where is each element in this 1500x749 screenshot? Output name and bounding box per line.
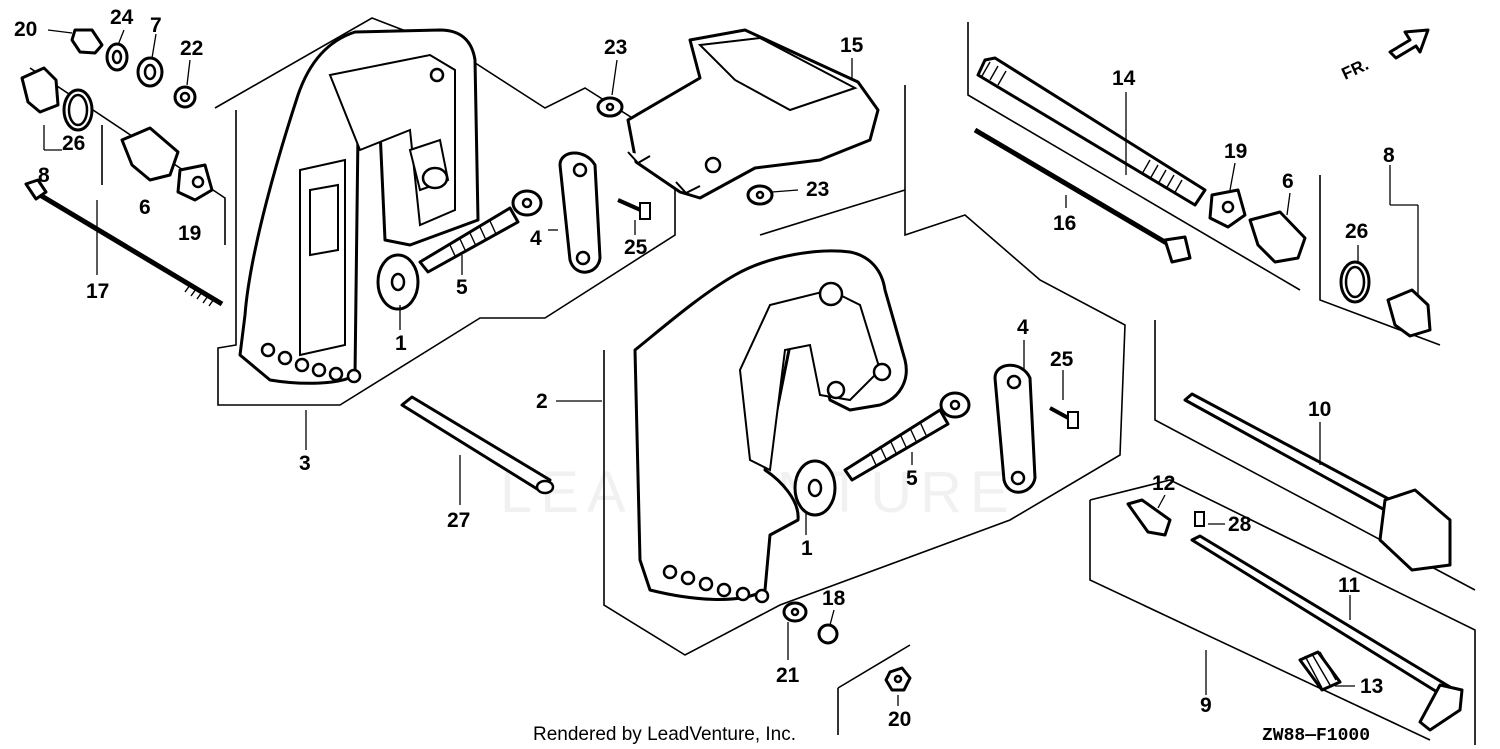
callout-15: 15 xyxy=(840,34,864,57)
washer-24 xyxy=(105,42,129,72)
callout-13: 13 xyxy=(1360,675,1383,698)
front-direction-marker: FR. xyxy=(1339,28,1430,84)
spring-13 xyxy=(1298,650,1342,692)
eyebolt-5-right xyxy=(843,391,971,482)
callout-25-left: 25 xyxy=(624,236,648,259)
plate-1-right xyxy=(793,459,837,517)
tilt-rod-10 xyxy=(1183,392,1452,572)
callout-5-right: 5 xyxy=(906,467,918,490)
callout-21: 21 xyxy=(776,664,800,687)
callout-27: 27 xyxy=(447,509,470,532)
callout-1-right: 1 xyxy=(801,537,813,560)
nut-18 xyxy=(817,623,839,645)
diagram-code: ZW88—F1000 xyxy=(1262,726,1370,746)
nut-19-left xyxy=(176,163,214,202)
shaft-14 xyxy=(976,56,1207,207)
link-4-left xyxy=(558,151,602,274)
callout-19-left: 19 xyxy=(178,222,201,245)
plate-12 xyxy=(1126,498,1172,537)
footer-credit: Rendered by LeadVenture, Inc. xyxy=(533,724,796,745)
grease-nipple-6-right xyxy=(1248,210,1307,264)
callout-2: 2 xyxy=(536,390,548,413)
pin-27 xyxy=(400,395,555,495)
callout-8-right: 8 xyxy=(1383,144,1395,167)
callout-19-right: 19 xyxy=(1224,140,1247,163)
ring-26-left xyxy=(62,88,94,132)
callout-6-right: 6 xyxy=(1282,170,1294,193)
callout-28: 28 xyxy=(1228,513,1252,536)
bushing-8-right xyxy=(1386,288,1432,338)
callout-4-left: 4 xyxy=(530,227,542,250)
callout-4-right: 4 xyxy=(1017,316,1029,339)
ring-26-right xyxy=(1339,260,1371,304)
nut-19-right xyxy=(1208,188,1247,229)
grease-nipple-6-left xyxy=(120,126,180,182)
link-4-right xyxy=(993,363,1037,494)
nut-20-bottom xyxy=(884,666,912,692)
callout-26-right: 26 xyxy=(1345,220,1368,243)
callout-7: 7 xyxy=(150,14,162,37)
callout-12: 12 xyxy=(1152,472,1175,495)
leader-lines xyxy=(43,29,1419,706)
lever-11 xyxy=(1190,534,1464,732)
callout-5-left: 5 xyxy=(456,276,468,299)
callout-16: 16 xyxy=(1053,212,1076,235)
callout-23-mid: 23 xyxy=(806,178,829,201)
callout-20-top: 20 xyxy=(14,18,37,41)
washer-22 xyxy=(173,85,197,109)
swivel-stay-part xyxy=(626,28,880,200)
callout-1-left: 1 xyxy=(395,332,407,355)
callout-25-right: 25 xyxy=(1050,348,1074,371)
callout-22: 22 xyxy=(180,37,203,60)
callout-labels: 20 24 7 22 26 8 6 19 17 3 1 5 4 25 23 23… xyxy=(14,6,1395,731)
callout-24: 24 xyxy=(110,6,134,29)
callout-8-left: 8 xyxy=(38,164,50,187)
spring-washer-7 xyxy=(136,56,164,88)
callout-18: 18 xyxy=(822,587,846,610)
washer-21 xyxy=(782,601,808,623)
bolt-25-right xyxy=(1049,406,1079,429)
callout-14: 14 xyxy=(1112,67,1136,90)
pin-28 xyxy=(1194,511,1205,527)
callout-26-left: 26 xyxy=(62,132,85,155)
bolt-25-left xyxy=(617,198,651,220)
swivel-case-right xyxy=(633,249,908,604)
stern-bracket-left xyxy=(238,28,480,385)
callout-17: 17 xyxy=(86,280,109,303)
nut-20-top xyxy=(70,28,104,55)
washer-23-mid xyxy=(746,184,774,206)
callout-3: 3 xyxy=(299,452,311,475)
callout-10: 10 xyxy=(1308,398,1331,421)
callout-9: 9 xyxy=(1200,694,1212,717)
bolt-16 xyxy=(973,127,1192,264)
bushing-8-left xyxy=(20,66,60,114)
callout-11: 11 xyxy=(1338,574,1361,597)
callout-23-top: 23 xyxy=(604,36,627,59)
eyebolt-5-left xyxy=(418,189,543,274)
assembly-outlines xyxy=(29,17,1476,745)
bolt-17 xyxy=(24,178,224,307)
callout-6-left: 6 xyxy=(139,196,151,219)
front-direction-label: FR. xyxy=(1339,55,1372,84)
plate-1-left xyxy=(376,253,420,311)
washer-23-top xyxy=(596,96,624,118)
callout-20-bottom: 20 xyxy=(888,708,911,731)
